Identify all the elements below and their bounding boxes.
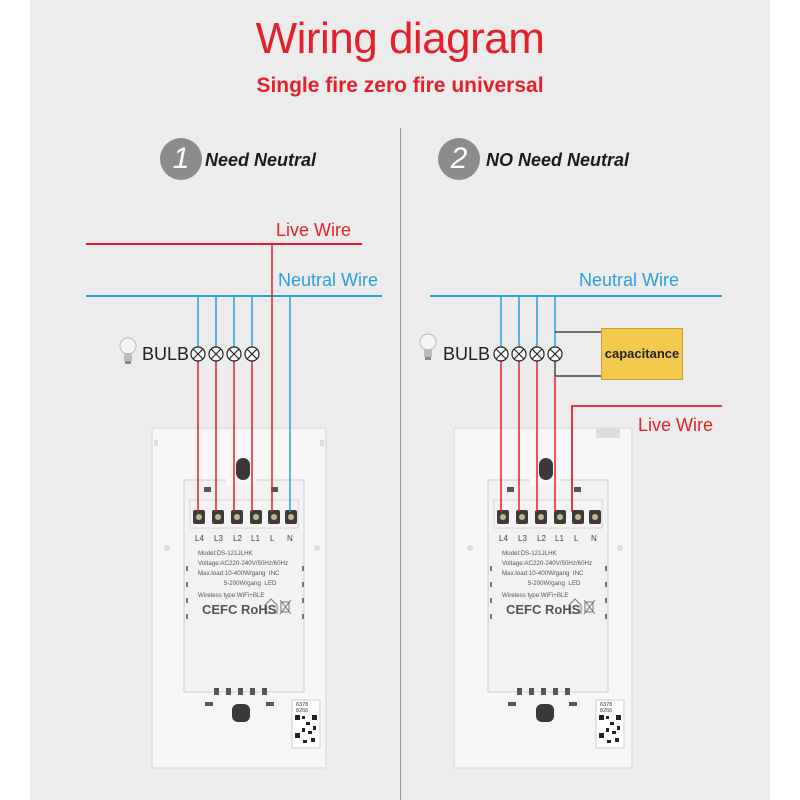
- page-title: Wiring diagram: [255, 14, 545, 63]
- left-spec-line-5: Wireless type:WiFi+BLE: [198, 592, 265, 599]
- step-number-2: 2: [438, 138, 480, 180]
- lightbulb-icon-right: [419, 333, 437, 360]
- left-terminal-l: L: [270, 534, 275, 543]
- lightbulb-icon-left: [119, 337, 137, 364]
- step-number-1: 1: [160, 138, 202, 180]
- left-spec-line-1: Model:DS-121JLHK: [198, 550, 253, 557]
- section-label-no-need-neutral: NO Need Neutral: [486, 150, 630, 170]
- right-spec-line-3: Max.load:10-400W/gang INC: [502, 570, 584, 577]
- right-spec-line-4: 5-200W/gang LED: [502, 580, 581, 587]
- right-terminal-l1: L1: [555, 534, 564, 543]
- left-terminal-l1: L1: [251, 534, 260, 543]
- right-terminal-l2: L2: [537, 534, 546, 543]
- right-terminal-l: L: [574, 534, 579, 543]
- page-subtitle: Single fire zero fire universal: [256, 74, 544, 97]
- left-terminal-l2: L2: [233, 534, 242, 543]
- left-switch-body: [151, 427, 327, 769]
- section-label-need-neutral: Need Neutral: [205, 150, 317, 170]
- left-terminal-l4: L4: [195, 534, 204, 543]
- left-live-wire-label: Live Wire: [276, 220, 352, 240]
- left-qr-number-2: 8266: [296, 708, 309, 714]
- right-wiring: [419, 295, 722, 512]
- left-spec-line-2: Voltage:AC220-240V/50Hz/60Hz: [198, 560, 289, 567]
- right-qr-number-1: 6378: [600, 702, 613, 708]
- section-divider: [400, 128, 401, 800]
- right-live-wire-label: Live Wire: [638, 415, 714, 435]
- right-neutral-wire-label: Neutral Wire: [579, 270, 680, 290]
- left-neutral-wire-label: Neutral Wire: [278, 270, 379, 290]
- right-terminal-n: N: [591, 534, 597, 543]
- right-switch-body: [453, 427, 633, 769]
- left-wiring: [86, 243, 382, 512]
- right-bulb-label: BULB: [443, 344, 491, 364]
- left-qr-number-1: 6378: [296, 702, 309, 708]
- right-qr-number-2: 8266: [600, 708, 613, 714]
- left-spec-line-3: Max.load:10-400W/gang INC: [198, 570, 280, 577]
- right-terminal-l3: L3: [518, 534, 527, 543]
- right-spec-line-2: Voltage:AC220-240V/50Hz/60Hz: [502, 560, 593, 567]
- right-spec-line-1: Model:DS-121JLHK: [502, 550, 557, 557]
- left-bulb-label: BULB: [142, 344, 190, 364]
- left-cert-marks: CEFC RoHS: [202, 602, 277, 617]
- left-terminal-l3: L3: [214, 534, 223, 543]
- right-spec-line-5: Wireless type:WiFi+BLE: [502, 592, 569, 599]
- right-cert-marks: CEFC RoHS: [506, 602, 581, 617]
- right-terminal-l4: L4: [499, 534, 508, 543]
- left-terminal-n: N: [287, 534, 293, 543]
- capacitance-box: capacitance: [601, 328, 683, 380]
- left-spec-line-4: 5-200W/gang LED: [198, 580, 277, 587]
